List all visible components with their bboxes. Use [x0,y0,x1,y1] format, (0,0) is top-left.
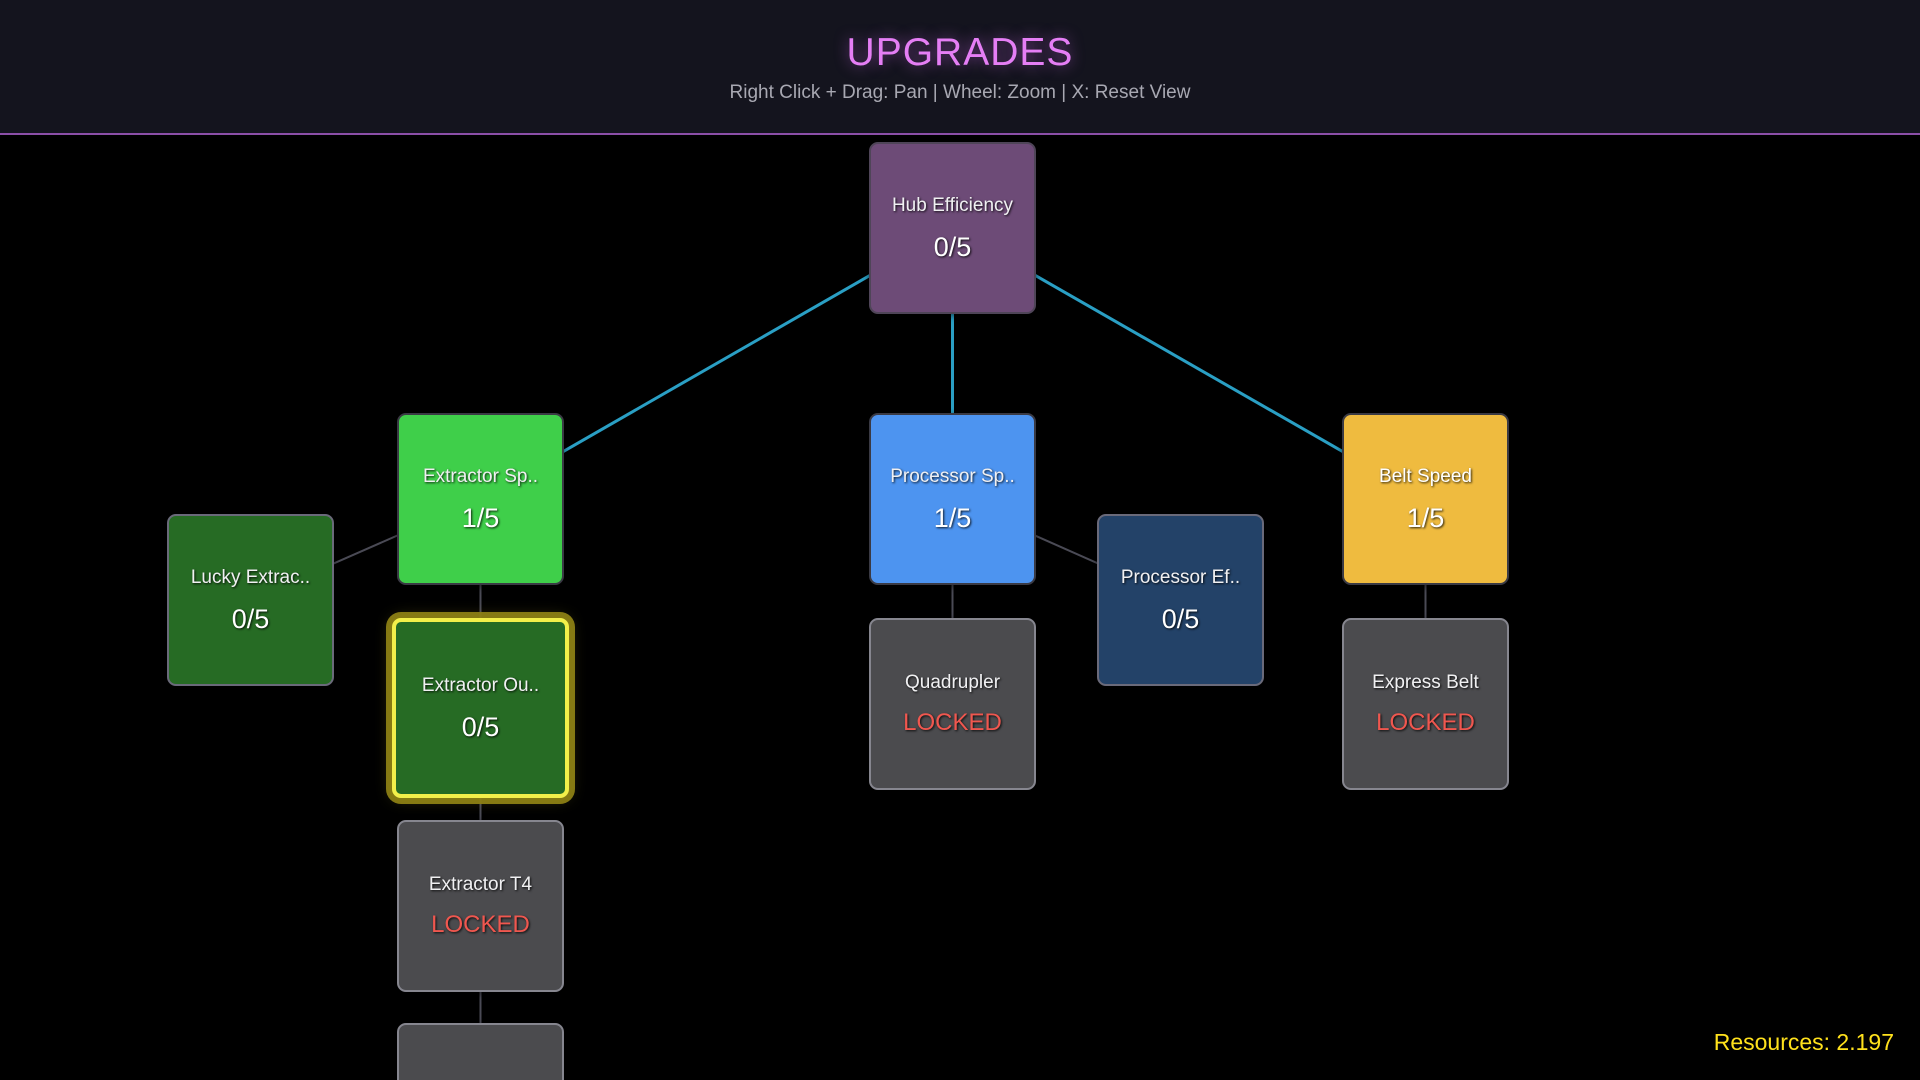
upgrade-node-level: 1/5 [1406,502,1445,533]
upgrade-node-locked-badge: LOCKED [431,911,530,938]
upgrade-node-extractor-speed[interactable]: Extractor Sp.. 1/5 [397,413,564,585]
upgrade-node-hub-efficiency[interactable]: Hub Efficiency 0/5 [869,142,1036,314]
upgrade-node-label: Processor Ef.. [1120,566,1241,588]
upgrades-header: UPGRADES Right Click + Drag: Pan | Wheel… [0,0,1920,135]
upgrade-node-level: 0/5 [231,603,270,634]
upgrade-node-locked-badge: LOCKED [903,709,1002,736]
upgrade-node-level: 0/5 [933,231,972,262]
upgrade-node-label: Extractor T4 [428,874,533,895]
page-title: UPGRADES [846,31,1074,74]
upgrade-node-label: Quadrupler [904,672,1001,693]
upgrade-node-level: 0/5 [1161,603,1200,634]
upgrade-node-locked-badge: LOCKED [1376,709,1475,736]
resources-counter: Resources: 2.197 [1713,1029,1894,1055]
upgrade-node-label: Extractor Ou.. [421,674,540,696]
upgrade-node-level: 1/5 [933,502,972,533]
upgrade-node-label: Hub Efficiency [891,194,1014,216]
upgrade-node-label: Lucky Extrac.. [190,566,311,588]
upgrade-node-extractor-output[interactable]: Extractor Ou.. 0/5 [392,618,569,798]
upgrade-node-label: Express Belt [1372,672,1479,693]
upgrade-node-processor-eff[interactable]: Processor Ef.. 0/5 [1097,514,1264,686]
upgrade-node-extractor-t4[interactable]: Extractor T4 LOCKED [397,820,564,992]
controls-hint: Right Click + Drag: Pan | Wheel: Zoom | … [729,82,1191,103]
upgrade-node-label: Extractor Sp.. [422,465,539,487]
upgrade-node-level: 1/5 [461,502,500,533]
upgrade-node-lucky-extractor[interactable]: Lucky Extrac.. 0/5 [167,514,334,686]
upgrade-node-belt-speed[interactable]: Belt Speed 1/5 [1342,413,1509,585]
upgrade-node-processor-speed[interactable]: Processor Sp.. 1/5 [869,413,1036,585]
upgrade-node-label: Processor Sp.. [890,465,1015,487]
upgrade-node-level: 0/5 [461,711,500,742]
upgrade-node-label: Belt Speed [1379,465,1472,487]
upgrade-node-extractor-t5[interactable]: Extractor T5 [397,1023,564,1080]
